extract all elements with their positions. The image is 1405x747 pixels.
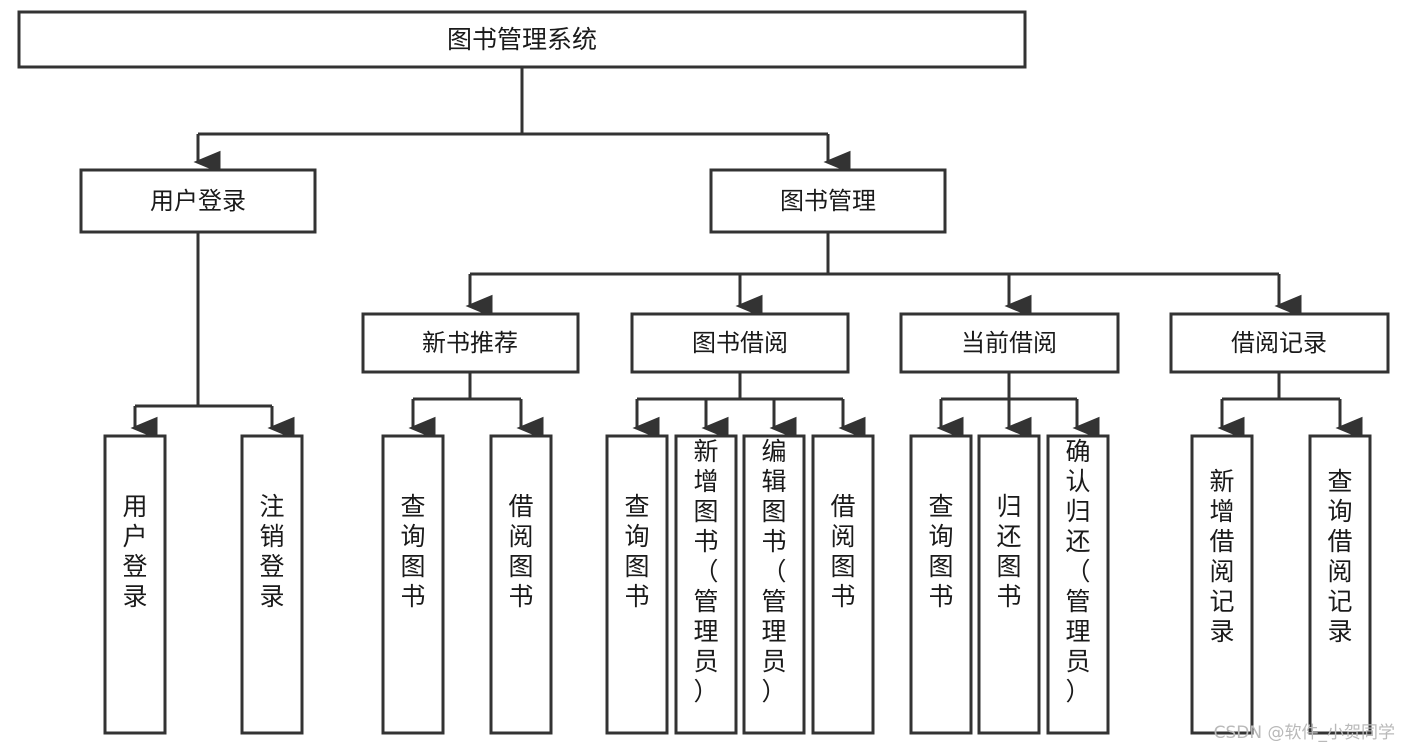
edge-new-book-to-leaves xyxy=(408,372,544,440)
leaf-node[interactable]: 借阅图书 xyxy=(489,434,553,735)
edge-user-login-to-leaves xyxy=(130,232,295,440)
node-new-book-recommend[interactable]: 新书推荐 xyxy=(361,312,580,374)
node-book-manage-label: 图书管理 xyxy=(780,187,876,215)
leaf-node[interactable]: 归还图书 xyxy=(977,434,1041,735)
leaf-label-vertical: 新增借阅记录 xyxy=(1209,467,1234,646)
leaf-node[interactable]: 新增图书（管理员） xyxy=(674,434,738,735)
node-root-system[interactable]: 图书管理系统 xyxy=(17,10,1027,69)
leaf-node[interactable]: 注销登录 xyxy=(240,434,304,735)
node-current-borrow[interactable]: 当前借阅 xyxy=(899,312,1120,374)
node-book-manage[interactable]: 图书管理 xyxy=(709,168,947,234)
leaf-label-vertical: 用户登录 xyxy=(122,492,147,611)
leaf-node[interactable]: 用户登录 xyxy=(103,434,167,735)
leaf-label-vertical: 新增图书（管理员） xyxy=(693,437,718,706)
edge-book-manage-to-level3 xyxy=(465,232,1302,318)
edge-current-borrow-to-leaves xyxy=(936,372,1100,440)
leaf-label-vertical: 确认归还（管理员） xyxy=(1065,437,1090,706)
csdn-watermark: CSDN @软件_小贺同学 xyxy=(1213,723,1395,743)
edge-borrow-record-to-leaves xyxy=(1217,372,1363,440)
leaf-node[interactable]: 借阅图书 xyxy=(811,434,875,735)
node-book-borrow-label: 图书借阅 xyxy=(692,329,788,357)
leaf-label-vertical: 借阅图书 xyxy=(508,492,533,611)
node-user-login-label: 用户登录 xyxy=(150,187,246,215)
leaf-label-vertical: 查询图书 xyxy=(928,492,953,611)
node-borrow-record-label: 借阅记录 xyxy=(1231,329,1327,357)
node-book-borrow[interactable]: 图书借阅 xyxy=(630,312,850,374)
leaf-label-vertical: 借阅图书 xyxy=(830,492,855,611)
leaf-node[interactable]: 查询借阅记录 xyxy=(1308,434,1372,735)
edge-root-to-level2 xyxy=(193,67,851,174)
leaf-node[interactable]: 新增借阅记录 xyxy=(1190,434,1254,735)
leaf-label-vertical: 查询借阅记录 xyxy=(1327,467,1352,646)
leaf-label-vertical: 查询图书 xyxy=(624,492,649,611)
leaf-label-vertical: 查询图书 xyxy=(400,492,425,611)
edge-book-borrow-to-leaves xyxy=(632,372,866,440)
leaf-label-vertical: 注销登录 xyxy=(259,492,284,611)
leaf-node[interactable]: 查询图书 xyxy=(909,434,973,735)
leaf-node[interactable]: 查询图书 xyxy=(381,434,445,735)
leaf-node[interactable]: 查询图书 xyxy=(605,434,669,735)
node-current-borrow-label: 当前借阅 xyxy=(961,329,1057,357)
leaf-label-vertical: 归还图书 xyxy=(996,492,1021,611)
node-borrow-record[interactable]: 借阅记录 xyxy=(1169,312,1390,374)
leaf-node[interactable]: 确认归还（管理员） xyxy=(1046,434,1110,735)
leaf-node[interactable]: 编辑图书（管理员） xyxy=(742,434,806,735)
leaf-label-vertical: 编辑图书（管理员） xyxy=(761,437,786,706)
node-new-book-recommend-label: 新书推荐 xyxy=(422,329,518,357)
node-root-system-label: 图书管理系统 xyxy=(447,25,597,54)
node-user-login[interactable]: 用户登录 xyxy=(79,168,317,234)
